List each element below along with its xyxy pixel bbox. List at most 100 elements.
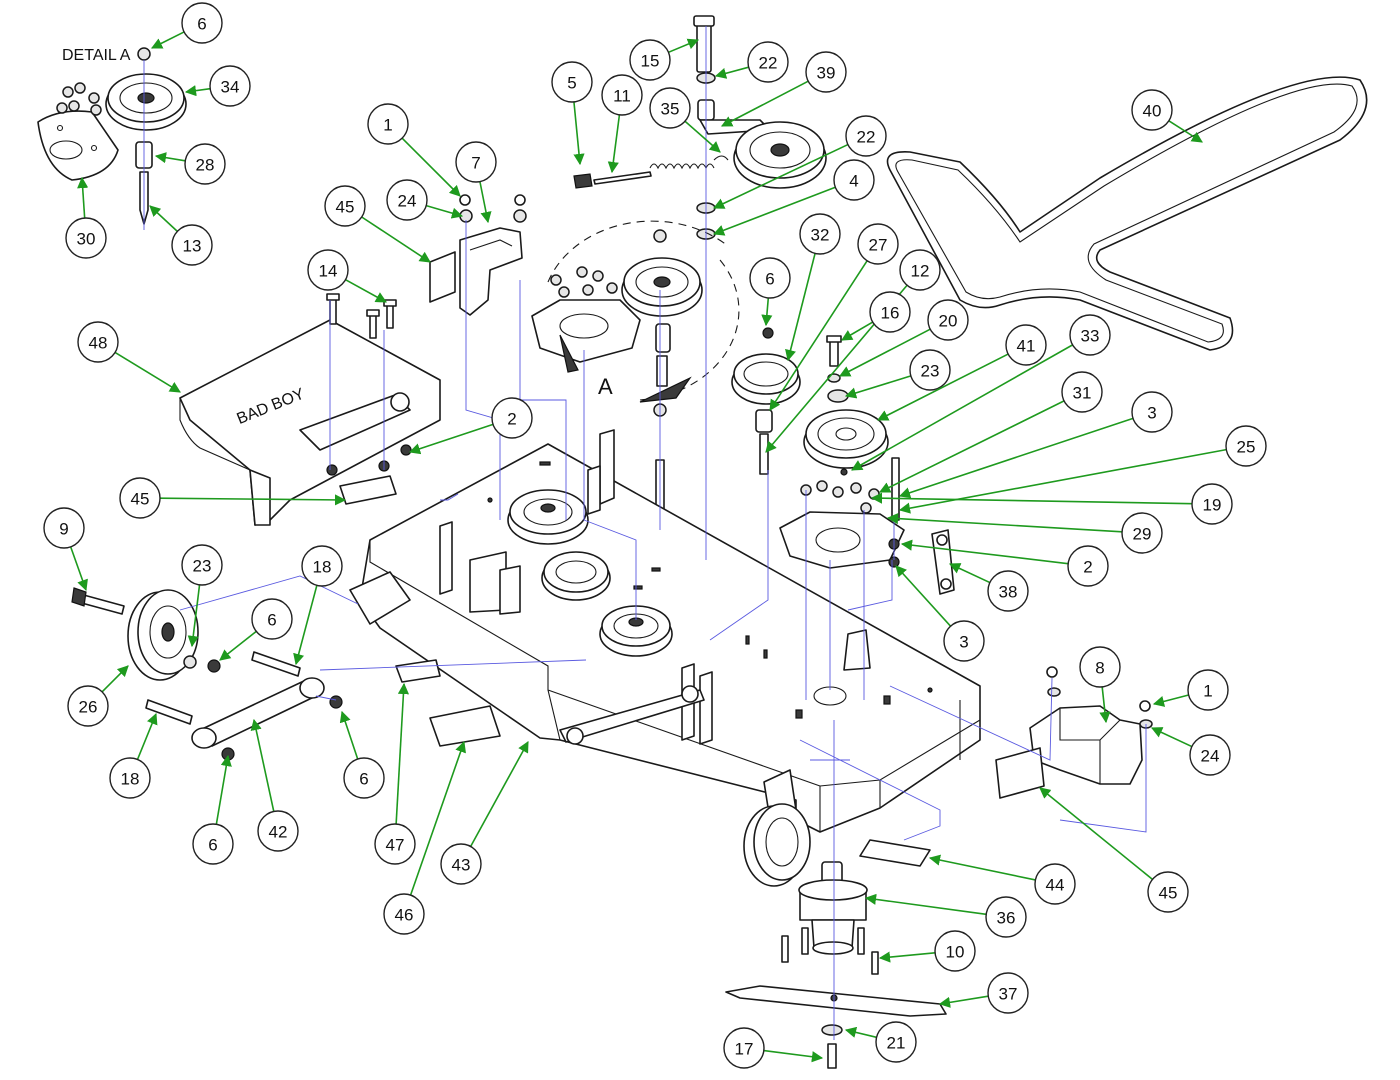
callout-leader-arrow — [187, 584, 201, 648]
callout-leader-arrow — [184, 85, 211, 97]
callout-24: 24 — [1150, 727, 1231, 776]
callout-leader-arrow — [469, 741, 529, 847]
callout-circle — [440, 843, 482, 885]
callout-leader-arrow — [408, 423, 494, 455]
callout-number: 12 — [911, 262, 930, 281]
callout-leader-arrow — [1039, 787, 1153, 881]
assembly-guide-lines — [143, 26, 1147, 1040]
callout-number: 6 — [765, 270, 774, 289]
drive-belt — [886, 76, 1368, 351]
callout-number: 9 — [59, 520, 68, 539]
callout-7: 7 — [455, 141, 497, 224]
callout-9: 9 — [43, 507, 88, 592]
callout-leader-arrow — [938, 995, 989, 1008]
callout-number: 24 — [1201, 747, 1220, 766]
callout-circle — [805, 51, 847, 93]
callout-number: 2 — [507, 410, 516, 429]
callout-circle — [109, 757, 151, 799]
belt-guard-center — [429, 194, 527, 316]
callout-circle — [171, 224, 213, 266]
callout-circle — [629, 39, 671, 81]
callout-leader-arrow — [948, 563, 991, 584]
callout-number: 22 — [759, 54, 778, 73]
callout-number: 45 — [131, 490, 150, 509]
callout-40: 40 — [1131, 89, 1203, 143]
callout-1: 1 — [1152, 669, 1229, 711]
front-wheels — [71, 587, 811, 887]
callout-number: 28 — [196, 156, 215, 175]
callout-leader-arrow — [479, 181, 492, 224]
callout-number: 4 — [849, 172, 858, 191]
callout-number: 1 — [383, 116, 392, 135]
callout-circle — [1225, 425, 1267, 467]
callout-6: 6 — [150, 2, 223, 49]
callout-number: 23 — [193, 557, 212, 576]
left-belt-cover: BAD BOY — [179, 293, 441, 526]
callout-circle — [1034, 863, 1076, 905]
callout-number: 22 — [857, 128, 876, 147]
callout-48: 48 — [77, 321, 181, 393]
callout-2: 2 — [408, 397, 533, 455]
callout-18: 18 — [109, 712, 158, 799]
callout-number: 17 — [735, 1040, 754, 1059]
callout-18: 18 — [293, 545, 343, 666]
callout-number: 43 — [452, 856, 471, 875]
detail-marker-a: A — [598, 374, 613, 399]
callout-circle — [899, 249, 941, 291]
callout-23: 23 — [844, 349, 951, 399]
callout-circle — [1069, 314, 1111, 356]
callout-number: 16 — [881, 304, 900, 323]
callout-circle — [307, 249, 349, 291]
callout-leader-arrow — [928, 854, 1036, 881]
callout-number: 32 — [811, 226, 830, 245]
callout-number: 2 — [1083, 558, 1092, 577]
callout-leader-arrow — [684, 120, 721, 153]
callout-number: 48 — [89, 334, 108, 353]
callout-circle — [491, 397, 533, 439]
callout-leader-arrow — [761, 297, 773, 327]
callout-number: 18 — [121, 770, 140, 789]
callout-number: 45 — [336, 198, 355, 217]
callout-number: 15 — [641, 52, 660, 71]
callout-leader-arrow — [339, 710, 359, 760]
callout-leader-arrow — [159, 494, 347, 506]
callout-number: 37 — [999, 985, 1018, 1004]
callout-45: 45 — [119, 477, 347, 519]
callout-leader-arrow — [878, 400, 1065, 493]
callout-leader-arrow — [714, 66, 749, 79]
callout-45: 45 — [1039, 787, 1189, 913]
callout-number: 19 — [1203, 496, 1222, 515]
callout-17: 17 — [723, 1027, 824, 1069]
callout-circle — [943, 620, 985, 662]
callout-21: 21 — [844, 1021, 917, 1063]
callout-29: 29 — [886, 512, 1163, 554]
callout-leader-arrow — [215, 754, 232, 825]
callout-circle — [301, 545, 343, 587]
callout-number: 21 — [887, 1034, 906, 1053]
callout-circle — [601, 74, 643, 116]
callout-31: 31 — [878, 371, 1103, 493]
callout-number: 24 — [398, 192, 417, 211]
callout-leader-arrow — [898, 417, 1134, 499]
callout-35: 35 — [649, 87, 721, 153]
callout-leader-arrow — [409, 740, 466, 896]
callout-44: 44 — [928, 854, 1076, 905]
callout-5: 5 — [551, 61, 593, 166]
callout-circle — [551, 61, 593, 103]
callout-circle — [209, 65, 251, 107]
callout-leader-arrow — [425, 204, 464, 219]
callout-circle — [987, 570, 1029, 612]
callout-4: 4 — [712, 159, 875, 236]
callout-2: 2 — [900, 539, 1109, 587]
callout-1: 1 — [367, 103, 461, 197]
callout-leader-arrow — [345, 278, 387, 303]
callout-number: 8 — [1095, 659, 1104, 678]
callout-6: 6 — [749, 257, 791, 327]
callout-leader-arrow — [219, 630, 257, 661]
callout-number: 35 — [661, 100, 680, 119]
callout-leader-arrow — [1099, 686, 1111, 724]
callout-43: 43 — [440, 741, 529, 885]
callout-circle — [1189, 734, 1231, 776]
callout-leader-arrow — [101, 665, 129, 693]
detail-title: DETAIL A — [62, 47, 131, 64]
